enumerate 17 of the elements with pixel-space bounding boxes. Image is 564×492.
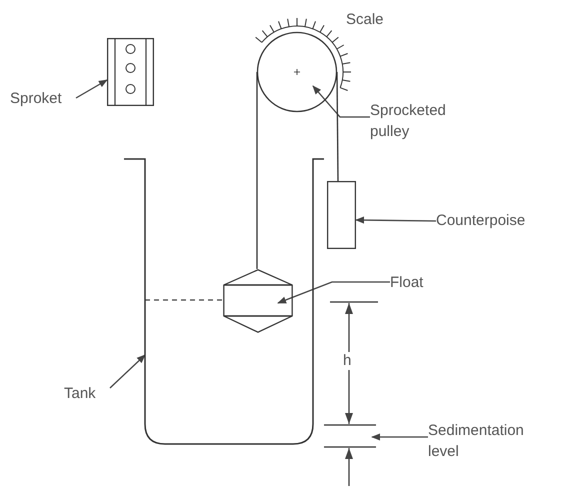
- cord: [256, 72, 258, 269]
- cord: [336, 72, 339, 181]
- dimension-label: h: [343, 352, 352, 370]
- part-label: Float: [390, 273, 424, 293]
- part-label: Tank: [64, 384, 97, 404]
- level-line: [145, 299, 223, 301]
- arrow: [371, 433, 428, 441]
- part-label: Sedimentation level: [428, 421, 525, 462]
- arrow: [312, 85, 370, 118]
- part-label: Counterpoise: [436, 211, 526, 231]
- arrow: [110, 354, 146, 388]
- part-label: Sproket: [10, 89, 63, 109]
- arrow: [76, 79, 108, 99]
- arrow: [355, 216, 436, 224]
- arrow: [277, 281, 390, 304]
- part-label: Sprocketed pulley: [370, 101, 447, 142]
- scale-label: Scale: [346, 10, 384, 30]
